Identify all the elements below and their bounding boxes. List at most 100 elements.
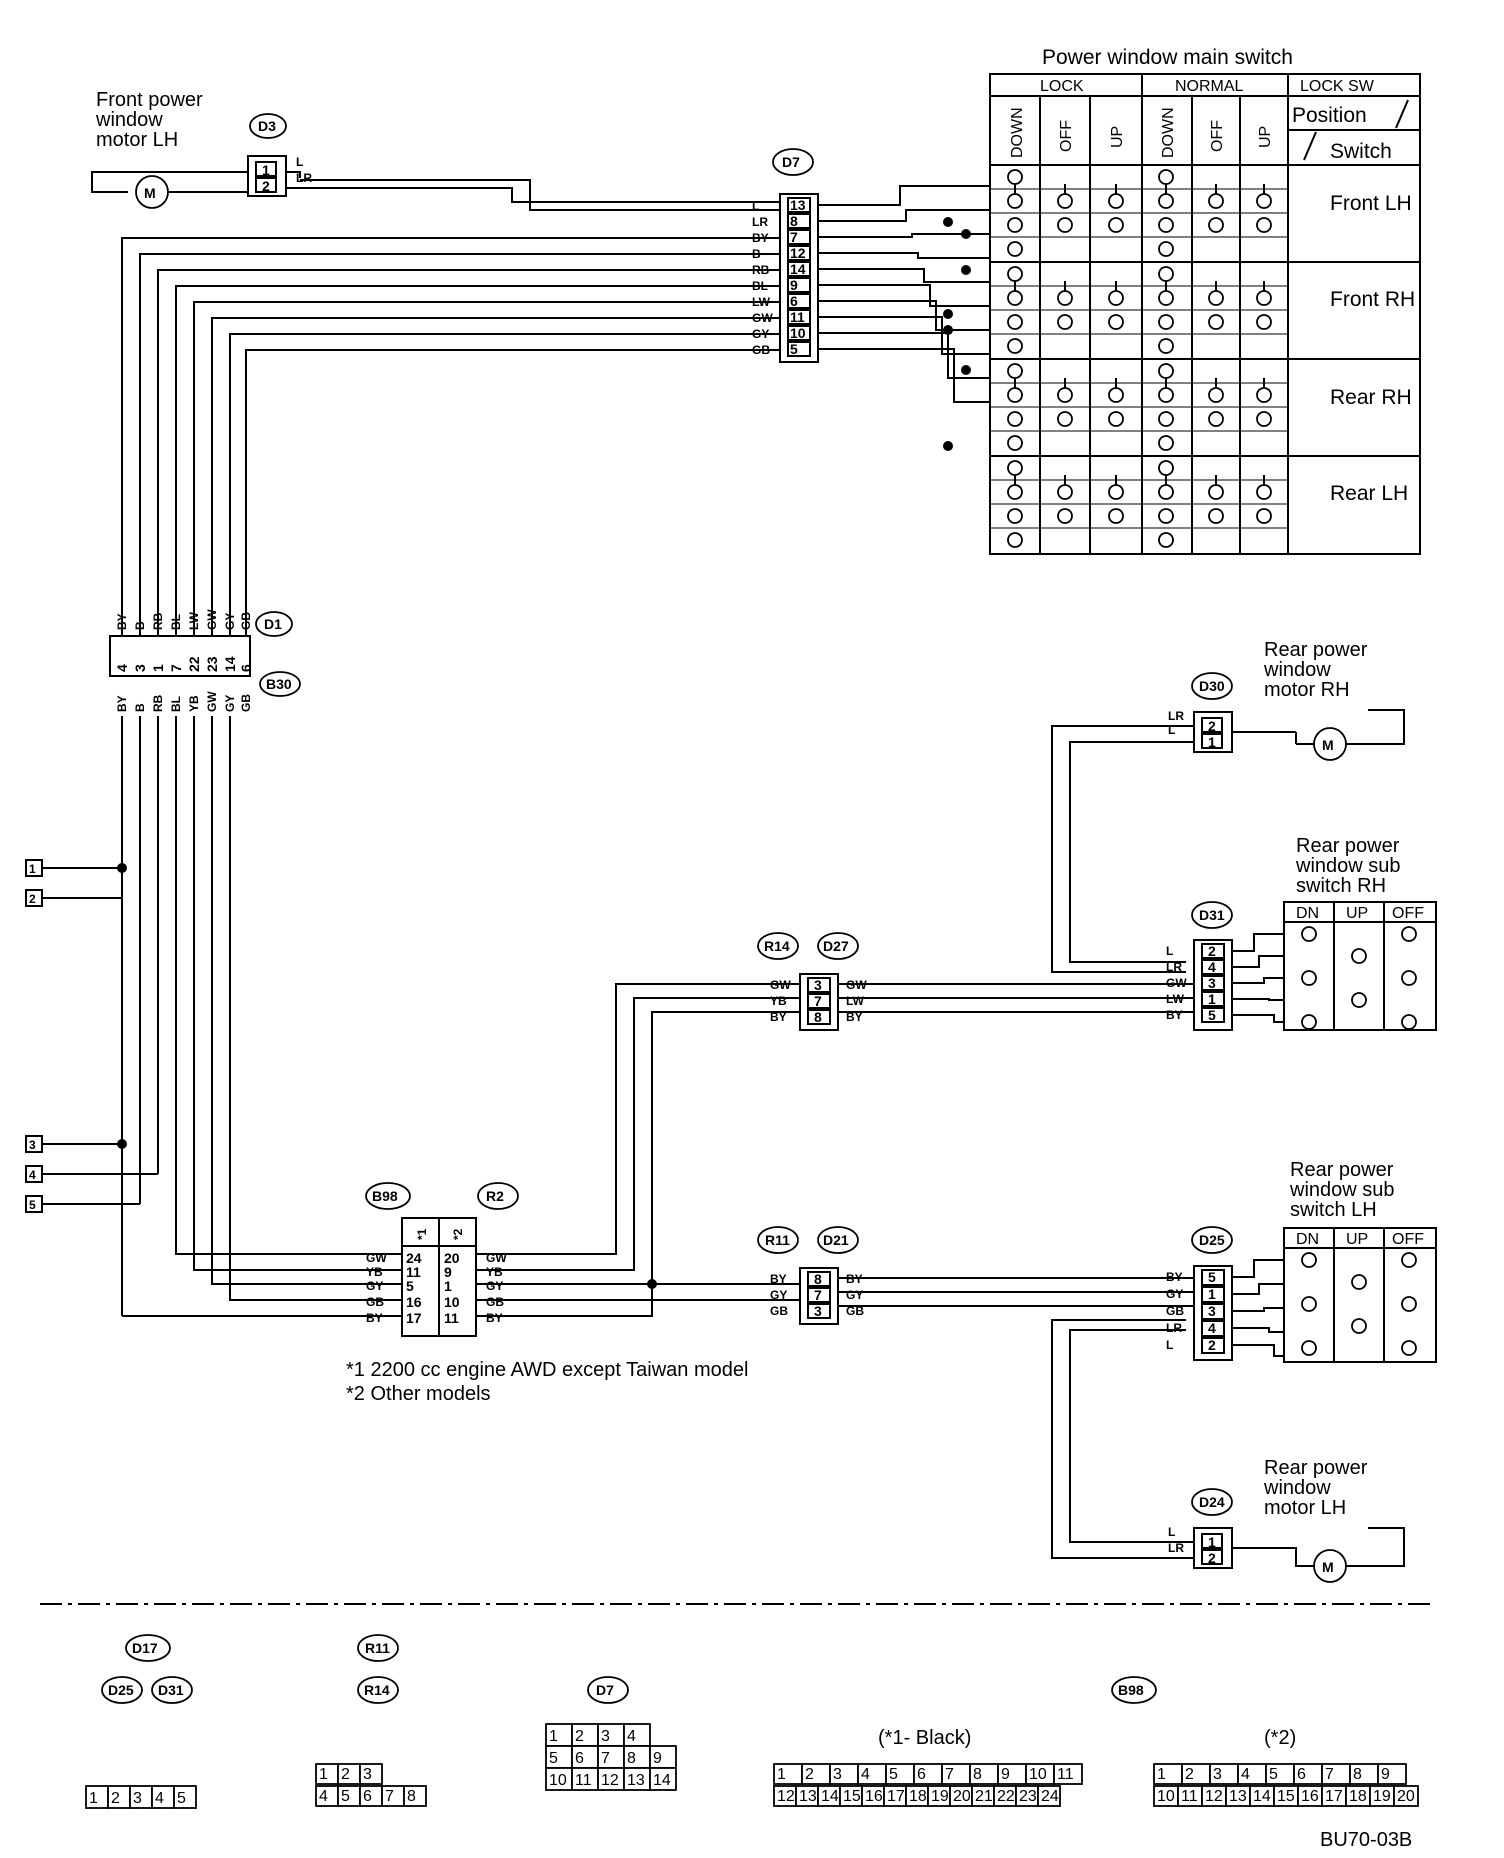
row-rear-rh: Rear RH — [1330, 386, 1412, 409]
view-pin: 1 — [1157, 1766, 1166, 1783]
svg-text:UP: UP — [1346, 1231, 1368, 1248]
b98-wire-right: GY — [486, 1279, 503, 1293]
d31-wire: LR — [1166, 960, 1182, 974]
view-pin: 18 — [1349, 1788, 1367, 1805]
view-pin: 13 — [1229, 1788, 1247, 1805]
d1-wire-bottom: B — [133, 703, 147, 712]
d1-wire-bottom: GB — [239, 694, 253, 712]
view-pin: 14 — [653, 1772, 671, 1789]
svg-text:2: 2 — [1208, 1550, 1216, 1566]
svg-text:L: L — [296, 155, 303, 169]
d1-wire-top: RB — [151, 612, 165, 630]
svg-text:window sub: window sub — [1289, 1179, 1395, 1201]
sub-switch-rh: Rear power window sub switch RH D31 2L4L… — [1166, 835, 1437, 1031]
view-pin: 3 — [363, 1766, 372, 1783]
note-2: *2 Other models — [346, 1383, 491, 1405]
r11-pin: 7 — [814, 1287, 822, 1303]
b98-pin-a: 17 — [406, 1310, 422, 1326]
ground-terminal: 5 — [29, 1198, 36, 1212]
connector-d31-id: D31 — [1199, 907, 1225, 923]
d1-wire-bottom: GY — [223, 695, 237, 712]
view-pin: 7 — [385, 1788, 394, 1805]
r14-wire: BY — [770, 1010, 787, 1024]
front-lh-motor-label-1: Front power — [96, 89, 203, 111]
d31-pin: 1 — [1208, 991, 1216, 1007]
view-pin: 4 — [861, 1766, 870, 1783]
view-pin: 7 — [601, 1750, 610, 1767]
view-d25-id: D25 — [108, 1682, 134, 1698]
d1-wire-bottom: GW — [205, 691, 219, 712]
view-pin: 24 — [1041, 1788, 1059, 1805]
d1-wire-top: GB — [239, 612, 253, 630]
view-pin: 3 — [601, 1728, 610, 1745]
svg-text:motor RH: motor RH — [1264, 679, 1350, 701]
view-pin: 7 — [1325, 1766, 1334, 1783]
view-pin: 14 — [1253, 1788, 1271, 1805]
view-pin: 16 — [865, 1788, 883, 1805]
rear-rh-motor: Rear power window motor RH D30 2 1 LR L … — [1051, 639, 1405, 973]
svg-text:1: 1 — [1208, 1534, 1216, 1550]
r14-pin: 8 — [814, 1009, 822, 1025]
view-pin: 4 — [1241, 1766, 1250, 1783]
d1-pin: 14 — [222, 656, 238, 672]
svg-text:switch RH: switch RH — [1296, 875, 1386, 897]
d1-pin: 4 — [114, 664, 130, 672]
svg-text:DN: DN — [1296, 1231, 1319, 1248]
r11-wire: GY — [770, 1288, 787, 1302]
view-pin: 6 — [917, 1766, 926, 1783]
d1-wire-top: LW — [187, 611, 201, 630]
view-pin: 22 — [997, 1788, 1015, 1805]
ground-terminal: 2 — [29, 892, 36, 906]
view-pin: 4 — [319, 1788, 328, 1805]
svg-text:1: 1 — [262, 162, 270, 178]
d7-pin: 8 — [790, 213, 798, 229]
main-switch-table: Power window main switch LOCK NORMAL LOC… — [989, 46, 1421, 555]
view-pin: 5 — [1269, 1766, 1278, 1783]
view-pin: 10 — [1157, 1788, 1175, 1805]
note-1: *1 2200 cc engine AWD except Taiwan mode… — [346, 1359, 748, 1381]
connector-b98-id: B98 — [372, 1188, 398, 1204]
d31-wire: BY — [1166, 1008, 1183, 1022]
col-normal-down: DOWN — [1160, 107, 1177, 158]
r11-wire: GB — [770, 1304, 788, 1318]
ground-terminal: 1 — [29, 862, 36, 876]
view-pin: 3 — [133, 1790, 142, 1807]
d1-wire-bottom: RB — [151, 694, 165, 712]
group-lock: LOCK — [1040, 78, 1084, 95]
view-pin: 11 — [575, 1772, 592, 1789]
view-pin: 9 — [1381, 1766, 1390, 1783]
view-pin: 13 — [799, 1788, 817, 1805]
d1-wire-top: BL — [169, 614, 183, 630]
front-lh-motor: Front power window motor LH M — [91, 89, 248, 209]
view-pin: 8 — [407, 1788, 416, 1805]
d1-pin: 3 — [132, 664, 148, 672]
view-pin: 19 — [1373, 1788, 1391, 1805]
d1-wire-bottom: BY — [115, 695, 129, 712]
d31-pin: 2 — [1208, 943, 1216, 959]
view-pin: 16 — [1301, 1788, 1319, 1805]
svg-text:Rear power: Rear power — [1290, 1159, 1394, 1181]
view-pin: 6 — [1297, 1766, 1306, 1783]
view-pin: 13 — [627, 1772, 645, 1789]
d31-pin: 4 — [1208, 959, 1216, 975]
d21-wire: GY — [846, 1288, 863, 1302]
svg-text:1: 1 — [1208, 734, 1216, 750]
b98-pin-a: 11 — [406, 1264, 421, 1280]
view-pin: 14 — [821, 1788, 839, 1805]
connector-d24-id: D24 — [1199, 1494, 1225, 1510]
view-pin: 3 — [1213, 1766, 1222, 1783]
view-pin: 11 — [1181, 1788, 1198, 1805]
view-r14-id: R14 — [364, 1682, 390, 1698]
d1-pin: 23 — [204, 656, 220, 672]
group-lock-sw: LOCK SW — [1300, 78, 1375, 95]
b98-pin-b: 9 — [444, 1264, 452, 1280]
sub-switch-lh: Rear power window sub switch LH D25 5BY1… — [1166, 1159, 1437, 1363]
d7-wire-code: LR — [752, 215, 768, 229]
view-pin: 7 — [945, 1766, 954, 1783]
svg-text:Rear power: Rear power — [1264, 639, 1368, 661]
svg-text:2: 2 — [262, 178, 270, 194]
view-pin: 17 — [1325, 1788, 1343, 1805]
d1-wire-top: GW — [205, 609, 219, 630]
